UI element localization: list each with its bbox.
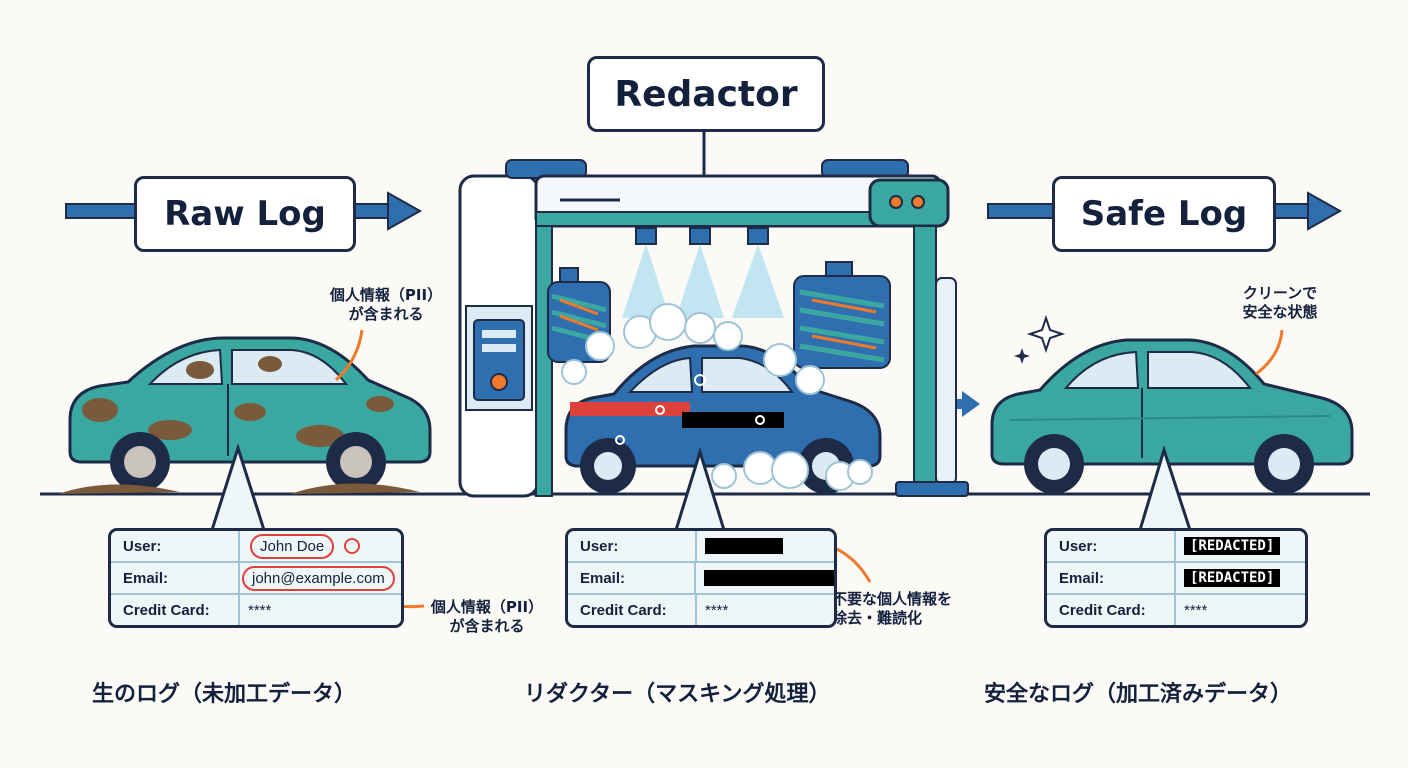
field-key: User:: [568, 531, 697, 561]
sparkle-small-icon: [1014, 348, 1030, 364]
sparkle-icon: [1026, 314, 1066, 354]
field-key: Email:: [111, 563, 240, 593]
field-key: Credit Card:: [1047, 595, 1176, 625]
car-wash-machine: [458, 159, 969, 498]
safe-log-card: User: [REDACTED] Email: [REDACTED] Credi…: [1044, 528, 1308, 628]
note-redactor-line2: 除去・難読化: [832, 609, 923, 627]
note-safe-line1: クリーンで: [1242, 284, 1318, 302]
table-row: Email:: [568, 563, 834, 595]
arrow-exit-icon: [952, 391, 980, 417]
note-redactor: 不要な個人情報を 除去・難読化: [832, 590, 1012, 628]
arrow-raw-in-icon: [65, 203, 137, 219]
dirty-car-icon: [58, 336, 432, 494]
note-leader-raw-top: [334, 329, 364, 382]
field-value: [696, 563, 834, 593]
brush-right: [793, 261, 891, 369]
redactor-card: User: Email: Credit Card: ****: [565, 528, 837, 628]
redaction-bar: [704, 570, 834, 586]
redacted-email-value: [REDACTED]: [1184, 569, 1281, 587]
field-key: User:: [111, 531, 240, 561]
field-value: ****: [248, 601, 272, 619]
arrow-safe-in-icon: [987, 203, 1055, 219]
table-row: Email: [REDACTED]: [1047, 563, 1305, 595]
note-raw-bottom-line2: が含まれる: [449, 617, 525, 635]
field-key: Credit Card:: [111, 595, 240, 625]
note-leader-safe: [1255, 329, 1284, 376]
caption-redactor: リダクター（マスキング処理）: [524, 682, 831, 707]
note-raw-top-line2: が含まれる: [348, 305, 424, 323]
note-safe: クリーンで 安全な状態: [1210, 284, 1350, 322]
safe-log-title: Safe Log: [1052, 176, 1276, 252]
note-raw-bottom-line1: 個人情報（PII）: [430, 598, 544, 616]
table-row: User:: [568, 531, 834, 563]
field-key: User:: [1047, 531, 1176, 561]
field-value: john@example.com: [240, 563, 401, 593]
spray-nozzles: [622, 227, 784, 318]
field-value: [697, 531, 834, 561]
arrow-raw-out-icon: [349, 191, 423, 231]
raw-log-card: User: John Doe Email: john@example.com C…: [108, 528, 404, 628]
washing-car-icon: [561, 303, 882, 494]
field-value: ****: [1184, 601, 1208, 619]
field-value: [REDACTED]: [1176, 563, 1305, 593]
table-row: User: John Doe: [111, 531, 401, 563]
redaction-bar: [705, 538, 783, 554]
note-raw-top: 個人情報（PII） が含まれる: [306, 286, 466, 324]
clean-car-icon: [990, 314, 1354, 494]
field-key: Email:: [568, 563, 696, 593]
field-key: Credit Card:: [568, 595, 697, 625]
field-value: ****: [705, 601, 729, 619]
field-value: [REDACTED]: [1176, 531, 1305, 561]
caption-raw: 生のログ（未加工データ）: [92, 682, 357, 707]
note-raw-bottom: 個人情報（PII） が含まれる: [412, 598, 562, 636]
pii-user-value: John Doe: [250, 533, 335, 559]
table-row: User: [REDACTED]: [1047, 531, 1305, 563]
table-row: Email: john@example.com: [111, 563, 401, 595]
table-row: Credit Card: ****: [111, 595, 401, 625]
redacted-user-value: [REDACTED]: [1184, 537, 1281, 555]
arrow-safe-out-icon: [1269, 191, 1343, 231]
caption-safe: 安全なログ（加工済みデータ）: [984, 682, 1293, 707]
raw-log-title: Raw Log: [134, 176, 356, 252]
note-redactor-line1: 不要な個人情報を: [832, 590, 953, 608]
table-row: Credit Card: ****: [1047, 595, 1305, 625]
redactor-title: Redactor: [587, 56, 825, 132]
note-raw-top-line1: 個人情報（PII）: [329, 286, 443, 304]
pii-email-value: john@example.com: [242, 565, 395, 591]
note-safe-line2: 安全な状態: [1242, 303, 1318, 321]
table-row: Credit Card: ****: [568, 595, 834, 625]
pii-marker-icon: [344, 538, 361, 554]
field-value: John Doe: [240, 531, 401, 561]
field-key: Email:: [1047, 563, 1176, 593]
